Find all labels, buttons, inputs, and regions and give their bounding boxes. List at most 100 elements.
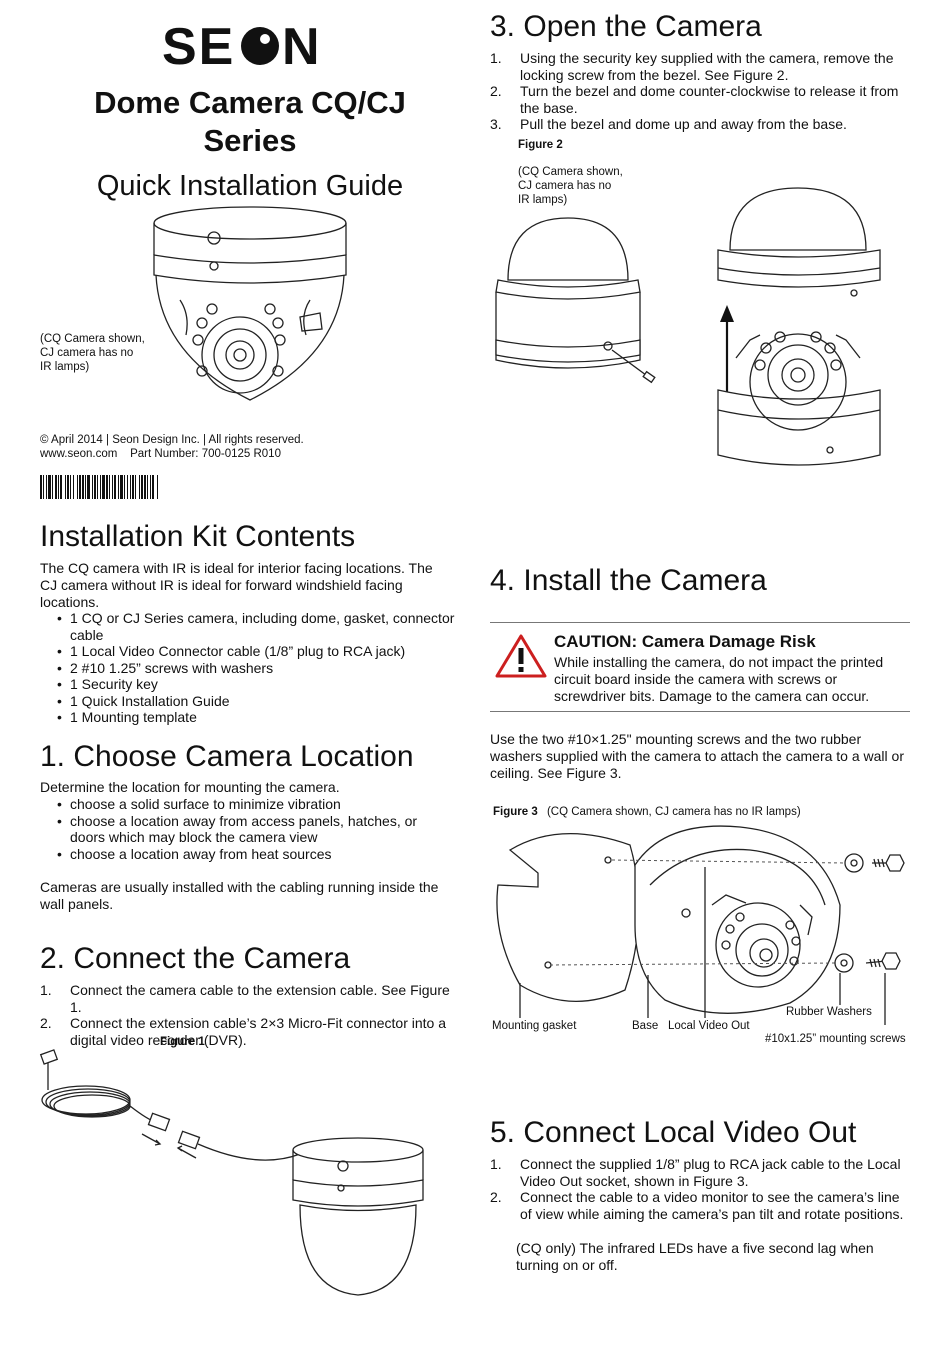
barcode-bar	[141, 475, 143, 499]
figure2-label: Figure 2	[518, 139, 563, 151]
section2-heading: 2. Connect the Camera	[40, 942, 351, 975]
barcode-bar	[127, 475, 128, 499]
step-text: Connect the cable to a video monitor to …	[520, 1189, 904, 1222]
list-item: 2. Connect the cable to a video monitor t…	[490, 1189, 910, 1222]
svg-text:SE: SE	[162, 18, 235, 76]
list-item: 1 Quick Installation Guide	[40, 693, 470, 710]
barcode-bar	[43, 475, 44, 499]
barcode-bar	[92, 475, 93, 499]
list-item: 2.Turn the bezel and dome counter-clockw…	[490, 83, 910, 116]
barcode-bar	[87, 475, 90, 499]
website-part-number: www.seon.com Part Number: 700-0125 R010	[40, 448, 281, 460]
barcode-bar	[85, 475, 86, 499]
caution-box: CAUTION: Camera Damage Risk While instal…	[490, 622, 910, 712]
section5-heading: 5. Connect Local Video Out	[490, 1116, 857, 1149]
section3-heading: 3. Open the Camera	[490, 10, 762, 43]
list-item: 1. Connect the supplied 1/8” plug to RCA …	[490, 1156, 910, 1189]
cover-caption-line: IR lamps)	[40, 361, 90, 373]
figure1-illustration	[38, 1049, 438, 1340]
step-text: Connect the supplied 1/8” plug to RCA ja…	[520, 1156, 901, 1189]
step-number: 2.	[40, 1015, 52, 1031]
list-item: 1.Connect the camera cable to the extens…	[40, 982, 460, 1015]
barcode-bar	[118, 475, 119, 499]
barcode-bar	[139, 475, 140, 499]
barcode-bar	[102, 475, 105, 499]
figure2-caption: (CQ Camera shown, CJ camera has no IR la…	[518, 165, 648, 207]
list-item: choose a location away from heat sources	[40, 846, 450, 863]
barcode-bar	[112, 475, 113, 499]
list-item: 1 Local Video Connector cable (1/8” plug…	[40, 643, 470, 660]
cover-caption-line: (CQ Camera shown,	[40, 333, 145, 345]
section1-heading: 1. Choose Camera Location	[40, 740, 414, 773]
barcode-bar	[120, 475, 123, 499]
step-number: 1.	[40, 982, 52, 998]
barcode-bar	[157, 475, 158, 499]
step-number: 1.	[490, 50, 502, 66]
barcode-bar	[132, 475, 134, 499]
callout-mounting-screws: #10x1.25” mounting screws	[765, 1033, 906, 1045]
section3-steps: 1.Using the security key supplied with t…	[490, 50, 910, 133]
barcode-bar	[48, 475, 51, 499]
list-item: 3.Pull the bezel and dome up and away fr…	[490, 116, 910, 133]
barcode-bar	[106, 475, 108, 499]
kit-list: 1 CQ or CJ Series camera, including dome…	[40, 610, 470, 726]
svg-text:N: N	[282, 18, 320, 76]
barcode-bar	[77, 475, 78, 499]
barcode-bar	[97, 475, 98, 499]
barcode-bar	[100, 475, 101, 499]
barcode	[40, 475, 234, 499]
figure2-caption-line: (CQ Camera shown,	[518, 166, 623, 178]
barcode-bar	[70, 475, 71, 499]
list-item: choose a solid surface to minimize vibra…	[40, 796, 450, 813]
step-number: 2.	[490, 1189, 502, 1205]
figure2-caption-line: IR lamps)	[518, 194, 568, 206]
warning-icon	[495, 634, 547, 678]
barcode-bar	[79, 475, 81, 499]
callout-local-video-out: Local Video Out	[668, 1020, 750, 1032]
callout-mounting-gasket: Mounting gasket	[492, 1020, 577, 1032]
barcode-bar	[40, 475, 42, 499]
figure3-caption: (CQ Camera shown, CJ camera has no IR la…	[546, 806, 801, 818]
figure3-caption-row: Figure 3 (CQ Camera shown, CJ camera has…	[493, 805, 801, 819]
barcode-bar	[150, 475, 151, 499]
copyright: © April 2014 | Seon Design Inc. | All ri…	[40, 434, 304, 446]
barcode-bar	[55, 475, 57, 499]
list-item: choose a location away from access panel…	[40, 813, 450, 846]
step-text: Turn the bezel and dome counter-clockwis…	[520, 83, 899, 116]
seon-logo-mark: SE N	[162, 18, 320, 76]
list-item: 2.Connect the extension cable’s 2×3 Micr…	[40, 1015, 460, 1048]
callout-base: Base	[632, 1020, 659, 1032]
figure2-caption-line: CJ camera has no	[518, 180, 612, 192]
section1-list: choose a solid surface to minimize vibra…	[40, 796, 450, 862]
list-item: 2 #10 1.25” screws with washers	[40, 660, 470, 677]
kit-heading: Installation Kit Contents	[40, 520, 356, 553]
callout-rubber-washers: Rubber Washers	[786, 1006, 872, 1018]
section4-heading: 4. Install the Camera	[490, 564, 767, 597]
cover-caption: (CQ Camera shown, CJ camera has no IR la…	[40, 332, 170, 374]
step-text: Pull the bezel and dome up and away from…	[520, 116, 847, 132]
barcode-bar	[46, 475, 47, 499]
barcode-bar	[147, 475, 148, 499]
cover-title-line2: Series	[203, 123, 297, 158]
step-number: 1.	[490, 1156, 502, 1172]
barcode-bar	[130, 475, 131, 499]
barcode-bar	[94, 475, 96, 499]
section2-steps: 1.Connect the camera cable to the extens…	[40, 982, 460, 1048]
section5-note: (CQ only) The infrared LEDs have a five …	[516, 1240, 874, 1273]
barcode-bar	[67, 475, 69, 499]
barcode-bar	[73, 475, 74, 499]
section1-intro: Determine the location for mounting the …	[40, 779, 340, 795]
cover-subtitle: Quick Installation Guide	[96, 170, 404, 202]
kit-intro: The CQ camera with IR is ideal for inter…	[40, 560, 433, 610]
figure3-illustration	[490, 825, 910, 1025]
caution-title: CAUTION: Camera Damage Risk	[554, 632, 816, 651]
barcode-bar	[60, 475, 62, 499]
cover-camera-illustration	[150, 205, 350, 410]
barcode-bar	[52, 475, 53, 499]
cover-title-line1: Dome Camera CQ/CJ	[94, 85, 406, 120]
section4-body: Use the two #10×1.25" mounting screws an…	[490, 731, 904, 781]
figure2-illustration	[490, 160, 910, 490]
barcode-bar	[124, 475, 125, 499]
list-item: 1 Security key	[40, 676, 470, 693]
section5-steps: 1. Connect the supplied 1/8” plug to RCA …	[490, 1156, 910, 1222]
